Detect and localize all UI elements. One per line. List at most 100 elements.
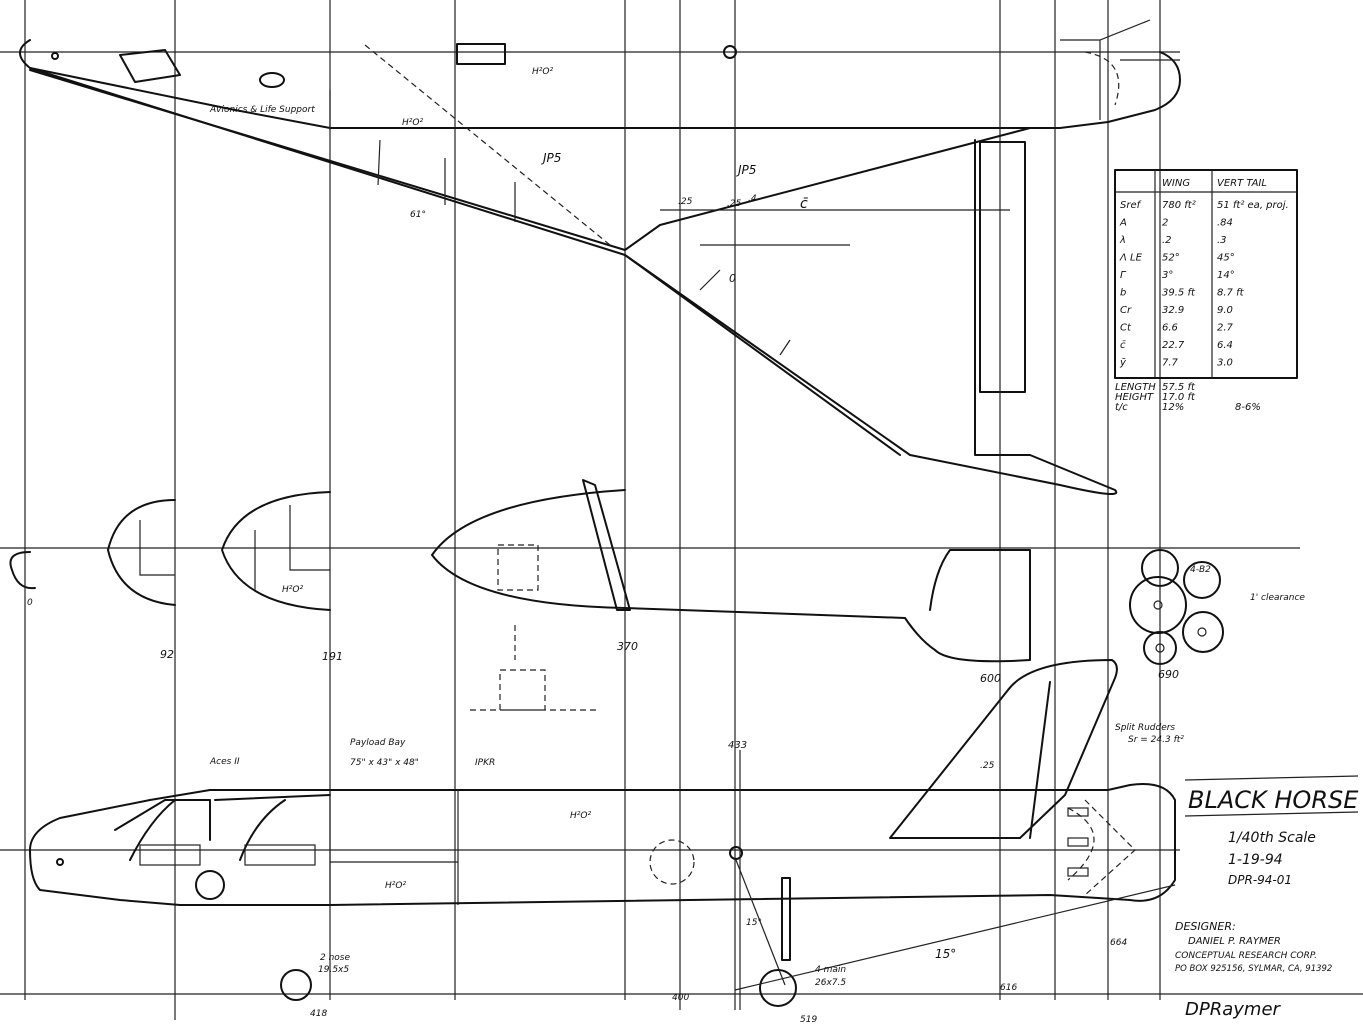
table-cell: 3° (1162, 270, 1173, 281)
canopy-strut (582, 479, 631, 611)
table-extra-cell: 17.0 ft (1162, 392, 1196, 403)
label-nose-tire: 19.5x5 (318, 965, 349, 975)
table-cell: Γ (1120, 270, 1127, 281)
label-tail-25: .25 (980, 761, 995, 771)
label-rudder-area: Sr = 24.3 ft² (1128, 735, 1184, 745)
table-rows: WING VERT TAIL Sref 780 ft² 51 ft² ea, proj.… (1119, 178, 1289, 369)
plan-wing-outline (29, 67, 1118, 495)
table-extra-cell: t/c (1115, 402, 1128, 413)
label-section-191: 191 (322, 650, 343, 663)
table-extra-cell: 8-6% (1235, 402, 1261, 413)
designer-name: DANIEL P. RAYMER (1188, 936, 1281, 947)
title-block: BLACK HORSE 1/40th Scale 1-19-94 DPR-94-… (1175, 775, 1359, 1020)
label-main-tire: 26x7.5 (815, 978, 846, 988)
table-cell: 39.5 ft (1162, 288, 1196, 299)
label-mac: c̄ (800, 196, 808, 212)
label-station-400: 400 (672, 993, 689, 1003)
label-station-519: 519 (800, 1015, 817, 1024)
label-station-664: 664 (1110, 938, 1127, 948)
label-section-92: 92 (160, 648, 174, 661)
table-cell: Cr (1120, 305, 1132, 316)
table-cell: 6.4 (1217, 340, 1233, 351)
label-section-600: 600 (980, 672, 1001, 685)
table-cell: .84 (1217, 218, 1233, 229)
table-header-cell: WING (1162, 178, 1190, 189)
table-cell: A (1119, 218, 1127, 229)
label-angle-15b: 15° (746, 918, 762, 928)
label-origin: 0 (729, 272, 736, 285)
table-cell: 3.0 (1217, 358, 1233, 369)
label-nose-gear: 2 nose (320, 953, 350, 963)
plan-fuselage-outline (19, 39, 1181, 129)
geometry-table: WING VERT TAIL Sref 780 ft² 51 ft² ea, proj.… (1114, 169, 1298, 413)
side-fuselage-outline (29, 783, 1176, 906)
label-angle-15: 15° (935, 947, 956, 961)
table-cell: 780 ft² (1162, 200, 1196, 211)
label-clearance: 1' clearance (1250, 593, 1305, 603)
table-cell: 9.0 (1217, 305, 1233, 316)
designer-signature: DPRaymer (1185, 999, 1282, 1020)
table-cell: .3 (1217, 235, 1227, 246)
section-92 (107, 499, 176, 606)
label-engine-note: 4-B2 (1190, 565, 1211, 575)
label-station-418: 418 (310, 1009, 327, 1019)
table-cell: Λ LE (1119, 253, 1143, 264)
table-cell: 52° (1162, 253, 1180, 264)
table-cell: c̄ (1120, 340, 1126, 351)
table-header-cell: VERT TAIL (1217, 178, 1267, 189)
table-cell: 51 ft² ea, proj. (1217, 200, 1289, 211)
label-h2o2-side-lower: H²O² (385, 881, 406, 891)
drawing-date: 1-19-94 (1228, 852, 1283, 868)
label-payload-dims: 75" x 43" x 48" (350, 758, 419, 768)
designer-heading: DESIGNER: (1175, 920, 1236, 933)
label-station-433: 433 (728, 740, 747, 751)
table-cell: ȳ (1119, 358, 1127, 369)
table-extra-cell: 12% (1162, 402, 1184, 413)
table-cell: .2 (1162, 235, 1172, 246)
table-extra-cell: 57.5 ft (1162, 382, 1196, 393)
table-cell: 45° (1217, 253, 1235, 264)
label-jp5-a: JP5 (541, 151, 561, 165)
table-extra-rows: LENGTH 57.5 ft HEIGHT 17.0 ft t/c 12% 8-6% (1115, 382, 1261, 413)
cross-sections: 0 92 191 370 600 690 H²O² 1' clearance 4… (9, 479, 1305, 711)
table-cell: 14° (1217, 270, 1235, 281)
label-section-690: 690 (1158, 668, 1179, 681)
designer-company: CONCEPTUAL RESEARCH CORP. (1175, 951, 1317, 961)
table-cell: λ (1119, 235, 1126, 246)
table-extra-cell: LENGTH (1115, 382, 1156, 393)
drawing-number: DPR-94-01 (1228, 873, 1292, 887)
label-payload-bay: Payload Bay (350, 738, 406, 748)
table-cell: 6.6 (1162, 323, 1178, 334)
section-0 (9, 551, 36, 590)
engine-cluster (1129, 549, 1224, 665)
designer-address: PO BOX 925156, SYLMAR, CA, 91392 (1175, 964, 1332, 974)
label-main-gear: 4 main (815, 965, 846, 975)
label-h2o2-plan-top: H²O² (532, 67, 553, 77)
vertical-tail (889, 659, 1118, 839)
label-ipkr: IPKR (475, 758, 495, 768)
table-cell: Sref (1120, 200, 1142, 211)
table-cell: 32.9 (1162, 305, 1184, 316)
table-cell: 8.7 ft (1217, 288, 1245, 299)
table-cell: 2 (1162, 218, 1168, 229)
section-370 (431, 489, 626, 609)
label-h2o2-side-upper: H²O² (570, 811, 591, 821)
label-dim-25b: .25 (727, 199, 742, 209)
table-extra-cell: HEIGHT (1115, 392, 1154, 403)
label-dim-4: .4 (748, 194, 757, 204)
section-191 (221, 491, 331, 611)
side-view: Aces II Payload Bay 75" x 43" x 48" IPKR… (29, 659, 1184, 1024)
plan-view: Avionics & Life Support H²O² H²O² JP5 JP… (19, 19, 1181, 495)
drawing-scale: 1/40th Scale (1228, 830, 1316, 846)
label-split-rudders: Split Rudders (1115, 723, 1175, 733)
table-cell: Ct (1120, 323, 1132, 334)
label-sweep: 61° (410, 210, 426, 220)
label-aces: Aces II (209, 757, 240, 767)
label-avionics: Avionics & Life Support (209, 105, 315, 115)
table-cell: 22.7 (1162, 340, 1185, 351)
table-cell: 2.7 (1217, 323, 1234, 334)
label-station-616: 616 (1000, 983, 1017, 993)
label-jp5-b: JP5 (736, 163, 756, 177)
